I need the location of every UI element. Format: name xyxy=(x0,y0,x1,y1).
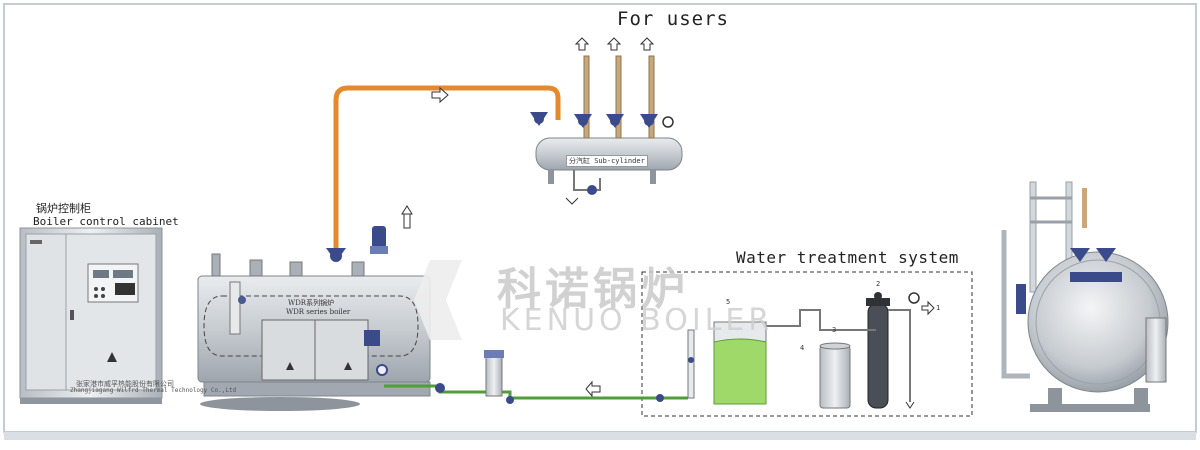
component-number-3: 3 xyxy=(832,326,837,334)
outer-frame xyxy=(3,3,1197,433)
control-cabinet xyxy=(19,227,163,404)
component-number-5: 5 xyxy=(726,298,731,306)
cabinet-maker-en: Zhangjiagang Wilfrd Thermal Technology C… xyxy=(70,387,237,394)
sub-cylinder xyxy=(530,37,683,205)
steam-pipe xyxy=(333,85,561,248)
salt-tank xyxy=(819,342,851,409)
softener-column xyxy=(866,292,890,409)
cabinet-label-cn: 锅炉控制柜 xyxy=(36,202,91,215)
frame-bottom-band xyxy=(4,432,1196,440)
component-number-4: 4 xyxy=(800,344,805,352)
main-boiler xyxy=(197,205,431,411)
watermark-en: KENUO BOILER xyxy=(500,303,774,338)
watermark-cn: 科诺锅炉 xyxy=(497,264,689,315)
water-tank xyxy=(687,321,767,405)
component-number-2: 2 xyxy=(876,280,881,288)
sub-cylinder-label: 分汽缸 Sub-cylinder xyxy=(566,155,648,167)
boiler-side-view xyxy=(1001,181,1169,412)
boiler-label-en: WDR series boiler xyxy=(286,308,351,316)
flow-arrow-right xyxy=(431,86,449,104)
component-number-1: 1 xyxy=(936,304,941,312)
feed-pump xyxy=(435,350,664,404)
cabinet-maker-cn: 张家港市威孚热能股份有限公司 xyxy=(76,380,174,388)
water-pipe xyxy=(384,384,688,400)
water-treatment-label: Water treatment system xyxy=(736,248,959,267)
cabinet-label-en: Boiler control cabinet xyxy=(33,215,179,228)
treatment-piping xyxy=(766,309,876,331)
boiler-label-cn: WDR系列锅炉 xyxy=(288,299,335,307)
water-treatment-box xyxy=(641,271,973,417)
watermark-logo-mark xyxy=(414,260,462,340)
for-users-label: For users xyxy=(617,8,729,30)
